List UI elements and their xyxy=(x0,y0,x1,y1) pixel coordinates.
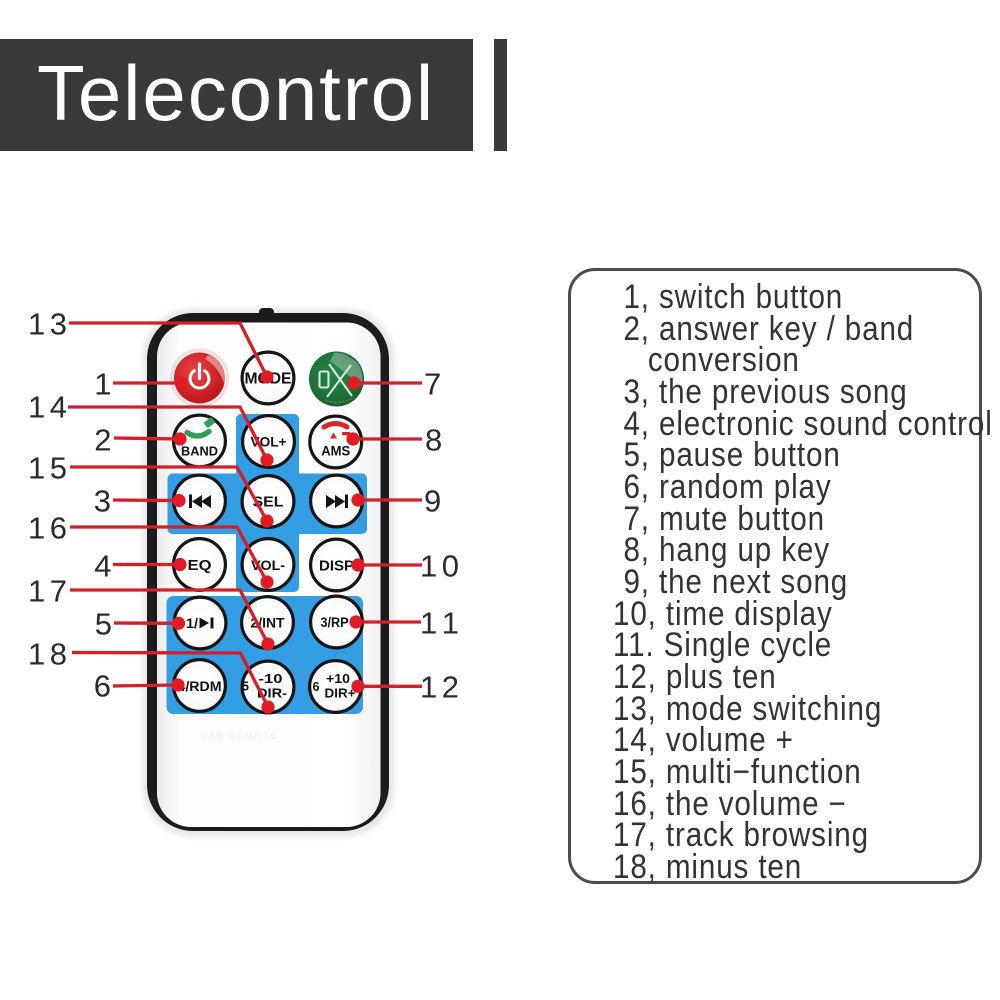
svg-text:10: 10 xyxy=(420,548,459,583)
svg-text:16: 16 xyxy=(28,510,67,545)
svg-text:12: 12 xyxy=(420,670,459,705)
svg-text:6: 6 xyxy=(313,680,320,694)
svg-text:6: 6 xyxy=(94,668,111,703)
svg-text:14: 14 xyxy=(28,389,67,424)
svg-text:CAR REMOTE: CAR REMOTE xyxy=(200,731,278,742)
svg-text:18: 18 xyxy=(28,636,67,671)
svg-text:3/RP: 3/RP xyxy=(321,615,349,630)
svg-text:4/RDM: 4/RDM xyxy=(178,679,222,694)
svg-text:DIR+: DIR+ xyxy=(325,686,356,701)
svg-text:5: 5 xyxy=(242,680,249,694)
svg-text:EQ: EQ xyxy=(188,558,212,574)
svg-text:DISP: DISP xyxy=(319,559,354,575)
svg-text:3: 3 xyxy=(94,484,111,519)
svg-text:8: 8 xyxy=(425,423,442,458)
svg-text:13: 13 xyxy=(28,306,67,341)
svg-text:9: 9 xyxy=(424,483,441,518)
svg-text:5: 5 xyxy=(95,607,112,642)
svg-text:15: 15 xyxy=(28,450,67,485)
svg-text:11: 11 xyxy=(420,605,459,640)
svg-text:BAND: BAND xyxy=(181,444,218,459)
svg-text:1/: 1/ xyxy=(186,616,198,631)
svg-text:17: 17 xyxy=(28,573,67,608)
svg-text:2: 2 xyxy=(94,422,111,457)
svg-text:7: 7 xyxy=(424,367,441,402)
svg-text:1: 1 xyxy=(94,367,111,402)
svg-text:AMS: AMS xyxy=(321,444,350,459)
svg-text:-10: -10 xyxy=(259,671,283,686)
svg-text:4: 4 xyxy=(94,548,111,583)
svg-text:+10: +10 xyxy=(326,671,350,686)
